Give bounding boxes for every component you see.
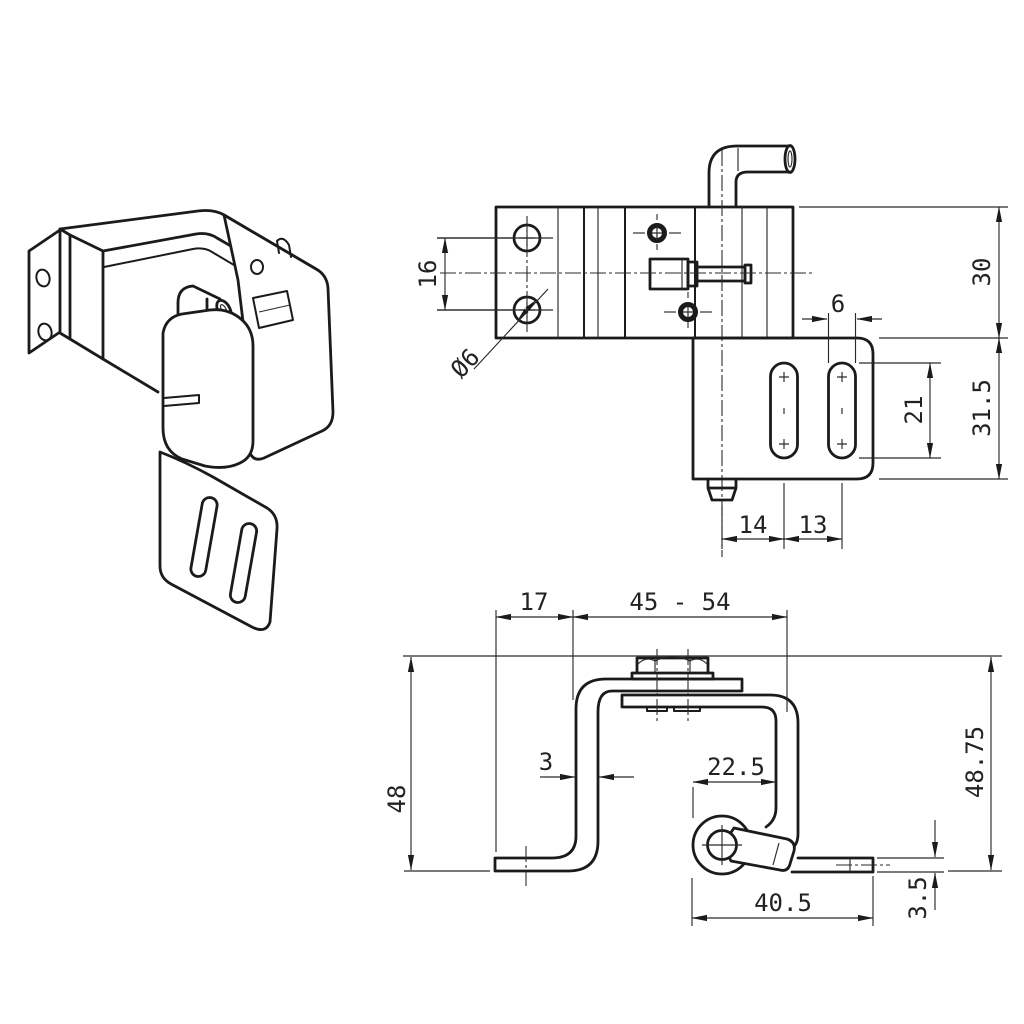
dim-material-thickness: 3: [539, 748, 634, 781]
dim-lower-leaf-height: 31.5: [879, 337, 1008, 480]
side-view: 17 45 - 54 48 3: [383, 588, 1002, 926]
iso-slot: [189, 496, 219, 578]
dim-slot-length: 21: [859, 362, 941, 459]
side-washer: [630, 671, 715, 681]
front-view: 16 Ø6 30 31.5: [414, 144, 1008, 557]
dim-pin-to-slot-label: 14: [739, 511, 768, 539]
dim-adjustment-range-label: 45 - 54: [629, 588, 730, 616]
side-lever: [721, 826, 796, 872]
iso-rect-cutout: [252, 290, 294, 329]
dim-slot-length-label: 21: [900, 396, 928, 425]
dim-base-thickness: 3.5: [877, 820, 944, 920]
dim-base-length-label: 40.5: [754, 889, 812, 917]
dim-base-thickness-label: 3.5: [904, 876, 932, 919]
dim-hole-spacing-label: 16: [414, 260, 442, 289]
side-clamp-nut: [630, 655, 715, 681]
dim-slot-to-slot: 13: [783, 511, 843, 543]
iso-small-hole: [250, 259, 264, 275]
front-bent-pin: [707, 144, 797, 209]
dim-overall-height-label: 48.75: [961, 726, 989, 798]
dim-bracket-height: 48: [383, 656, 490, 872]
front-slot: [827, 361, 857, 460]
dim-hole-spacing: 16: [414, 237, 512, 311]
front-lower-leaf: [691, 336, 875, 481]
dim-flange-offset-label: 17: [520, 588, 549, 616]
dim-material-thickness-label: 3: [539, 748, 553, 776]
isometric-view: [27, 209, 335, 631]
front-slot: [769, 361, 799, 460]
dim-upper-leaf-height: 30: [799, 206, 1008, 339]
dim-slot-width: 6: [802, 290, 882, 363]
dim-slot-width-label: 6: [831, 290, 845, 318]
front-view-outline: [437, 144, 875, 557]
front-pin-tip: [706, 477, 738, 502]
dim-overall-height: 48.75: [948, 656, 1002, 872]
iso-screw-head: [276, 237, 292, 258]
iso-tab-hole: [35, 268, 51, 288]
dim-upper-leaf-height-label: 30: [968, 258, 996, 287]
iso-mounting-tab: [27, 228, 62, 355]
dim-lower-leaf-height-label: 31.5: [968, 379, 996, 437]
dim-adjustment-range: 45 - 54: [572, 588, 788, 712]
dim-flange-offset: 17: [495, 588, 574, 852]
side-view-outline: [493, 649, 890, 886]
dim-bracket-height-label: 48: [383, 785, 411, 814]
dim-base-length: 40.5: [691, 876, 874, 926]
iso-tab-hole: [37, 322, 53, 342]
front-clamp-bolt: [648, 257, 753, 291]
side-base-strip: [790, 856, 875, 874]
side-bracket: [493, 677, 744, 873]
dim-pin-offset-label: 22.5: [707, 753, 765, 781]
iso-lower-leaf: [158, 450, 279, 631]
dim-pin-to-slot: 14: [721, 505, 785, 549]
iso-slot: [228, 522, 259, 604]
iso-barrel-slit: [163, 394, 200, 407]
dim-hole-diameter-label: Ø6: [445, 343, 485, 383]
side-view-dimensions: 17 45 - 54 48 3: [383, 588, 1002, 926]
dim-slot-to-slot-label: 13: [799, 511, 828, 539]
dim-pin-offset: 22.5: [692, 753, 777, 818]
iso-knuckle-barrel: [161, 308, 255, 469]
